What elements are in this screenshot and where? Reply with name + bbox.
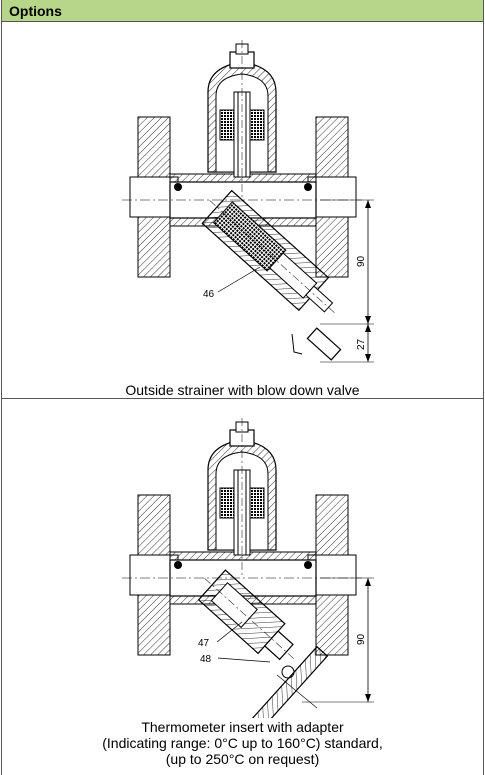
part-46-label: 46 <box>203 289 215 300</box>
thermometer-insert <box>197 569 329 718</box>
left-flange <box>129 116 179 278</box>
options-title: Options <box>9 3 62 19</box>
dimension-lines: 90 47 48 <box>198 577 374 703</box>
option2-caption: Thermometer insert with adapter (Indicat… <box>2 719 483 767</box>
bonnet <box>207 418 277 575</box>
dimension-27-label: 27 <box>356 338 367 350</box>
option2-caption-line2: (Indicating range: 0°C up to 160°C) stan… <box>102 735 383 751</box>
right-flange <box>307 494 357 656</box>
dimension-90-label: 90 <box>356 255 367 267</box>
option2-caption-line3: (up to 250°C on request) <box>165 751 320 767</box>
section-divider <box>2 398 483 399</box>
dimension-lines: 90 27 46 <box>203 199 374 363</box>
dimension-90-label: 90 <box>356 633 367 645</box>
thermometer-valve-drawing: 90 47 48 <box>122 418 374 718</box>
option1-caption: Outside strainer with blow down valve <box>125 382 360 398</box>
options-header: Options <box>2 0 483 22</box>
bonnet <box>207 40 277 197</box>
part-47-label: 47 <box>198 638 210 649</box>
option2-caption-line1: Thermometer insert with adapter <box>141 719 344 735</box>
strainer-leg <box>201 189 342 361</box>
strainer-valve-drawing: 90 27 46 <box>122 40 374 363</box>
part-48-label: 48 <box>200 654 212 665</box>
